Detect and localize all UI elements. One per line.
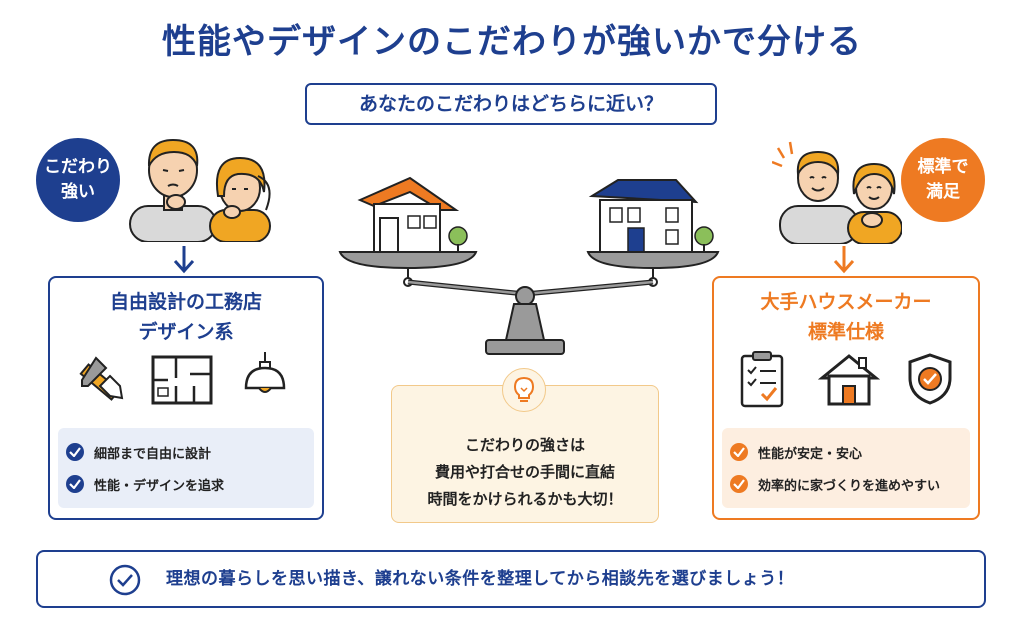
center-note-text: こだわりの強さは 費用や打合せの手間に直結 時間をかけられるかも大切！: [392, 432, 658, 513]
panel-custom-builder: 自由設計の工務店 デザイン系 細部まで自由に設計 性能・デザインを追: [48, 276, 324, 520]
note-line: こだわりの強さは: [464, 436, 585, 454]
panel-title: 自由設計の工務店: [109, 291, 262, 313]
checklist-icon: [740, 351, 784, 408]
badge-standard-ok: 標準で 満足: [901, 138, 985, 222]
feature-item: 細部まで自由に設計: [66, 440, 211, 464]
check-circle-icon: [109, 564, 141, 596]
summary-text: 理想の暮らしを思い描き、譲れない条件を整理してから相談先を選びましょう！: [166, 569, 795, 589]
badge-label: 標準で 満足: [917, 157, 969, 202]
pencil-ruler-icon: [79, 356, 124, 401]
pendant-lamp-icon: [244, 352, 286, 393]
feature-list: 細部まで自由に設計 性能・デザインを追求: [58, 428, 314, 508]
feature-label: 細部まで自由に設計: [94, 446, 212, 462]
page-title: 性能やデザインのこだわりが強いかで分ける: [162, 22, 862, 62]
feature-item: 性能が安定・安心: [730, 440, 862, 464]
feature-label: 性能が安定・安心: [758, 446, 863, 462]
note-line: 費用や打合せの手間に直結: [434, 463, 615, 481]
house-icon: [818, 354, 880, 406]
panel-subtitle: デザイン系: [138, 321, 234, 343]
shield-check-icon: [908, 353, 952, 405]
badge-strong-preference: こだわり 強い: [36, 138, 120, 222]
check-icon: [66, 443, 84, 461]
happy-couple-illustration: [772, 141, 902, 244]
feature-label: 効率的に家づくりを進めやすい: [758, 478, 941, 494]
question-box: あなたのこだわりはどちらに近い？: [305, 83, 717, 125]
check-icon: [730, 443, 748, 461]
feature-item: 効率的に家づくりを進めやすい: [730, 472, 940, 496]
balance-scale-illustration: [338, 176, 720, 355]
panel-title: 大手ハウスメーカー: [760, 291, 932, 313]
feature-item: 性能・デザインを追求: [66, 472, 224, 496]
summary-banner: 理想の暮らしを思い描き、譲れない条件を整理してから相談先を選びましょう！: [36, 550, 986, 608]
floor-plan-icon: [151, 355, 213, 405]
lightbulb-icon: [502, 368, 546, 412]
thinking-couple-illustration: [129, 138, 271, 242]
panel-subtitle: 標準仕様: [807, 321, 884, 343]
feature-list: 性能が安定・安心 効率的に家づくりを進めやすい: [722, 428, 970, 508]
feature-label: 性能・デザインを追求: [94, 478, 225, 494]
check-icon: [66, 475, 84, 493]
arrow-down-icon: [833, 246, 855, 274]
check-icon: [730, 475, 748, 493]
note-line: 時間をかけられるかも大切！: [427, 490, 623, 508]
badge-label: こだわり 強い: [44, 157, 112, 202]
arrow-down-icon: [173, 246, 195, 274]
panel-major-maker: 大手ハウスメーカー 標準仕様 性能が安定・安心 効率的に家づくりを進: [712, 276, 980, 520]
